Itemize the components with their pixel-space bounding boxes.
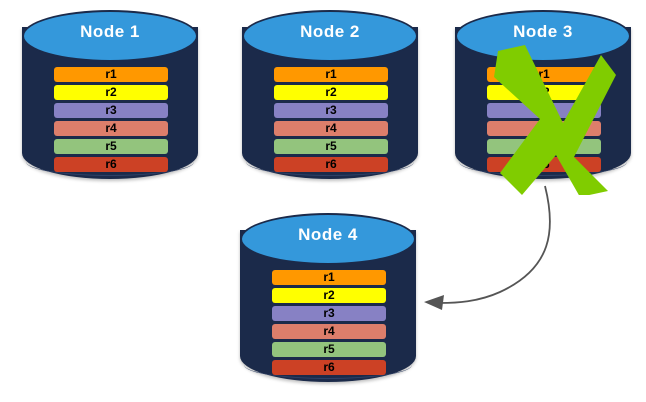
- record-stack-4: r1 r2 r3 r4 r5 r6: [272, 270, 386, 375]
- arrow-head-icon: [424, 295, 444, 310]
- record-bar[interactable]: r4: [274, 121, 388, 136]
- record-bar[interactable]: r1: [272, 270, 386, 285]
- record-bar[interactable]: r3: [54, 103, 168, 118]
- record-bar[interactable]: r1: [487, 67, 601, 82]
- record-bar[interactable]: r4: [54, 121, 168, 136]
- record-bar[interactable]: r2: [487, 85, 601, 100]
- record-bar[interactable]: r1: [54, 67, 168, 82]
- record-bar[interactable]: r6: [274, 157, 388, 172]
- record-bar[interactable]: r3: [487, 103, 601, 118]
- cylinder-top-4: [240, 213, 416, 265]
- record-bar[interactable]: r3: [272, 306, 386, 321]
- node-cylinder-4[interactable]: Node 4 r1 r2 r3 r4 r5 r6: [240, 213, 416, 391]
- record-bar[interactable]: r5: [272, 342, 386, 357]
- record-bar[interactable]: r4: [487, 121, 601, 136]
- node-cylinder-2[interactable]: Node 2 r1 r2 r3 r4 r5 r6: [242, 10, 418, 188]
- record-stack-2: r1 r2 r3 r4 r5 r6: [274, 67, 388, 172]
- record-stack-3: r1 r2 r3 r4 r5 r6: [487, 67, 601, 172]
- cylinder-top-3: [455, 10, 631, 62]
- record-bar[interactable]: r6: [272, 360, 386, 375]
- record-stack-1: r1 r2 r3 r4 r5 r6: [54, 67, 168, 172]
- node-cylinder-3[interactable]: Node 3 r1 r2 r3 r4 r5 r6: [455, 10, 631, 195]
- record-bar[interactable]: r4: [272, 324, 386, 339]
- record-bar[interactable]: r1: [274, 67, 388, 82]
- record-bar[interactable]: r5: [487, 139, 601, 154]
- record-bar[interactable]: r2: [54, 85, 168, 100]
- node-cylinder-1[interactable]: Node 1 r1 r2 r3 r4 r5 r6: [22, 10, 198, 188]
- cylinder-top-1: [22, 10, 198, 62]
- cylinder-top-2: [242, 10, 418, 62]
- arrow-path: [439, 185, 551, 304]
- record-bar[interactable]: r6: [487, 157, 601, 172]
- record-bar[interactable]: r5: [54, 139, 168, 154]
- record-bar[interactable]: r2: [274, 85, 388, 100]
- record-bar[interactable]: r5: [274, 139, 388, 154]
- record-bar[interactable]: r3: [274, 103, 388, 118]
- record-bar[interactable]: r6: [54, 157, 168, 172]
- record-bar[interactable]: r2: [272, 288, 386, 303]
